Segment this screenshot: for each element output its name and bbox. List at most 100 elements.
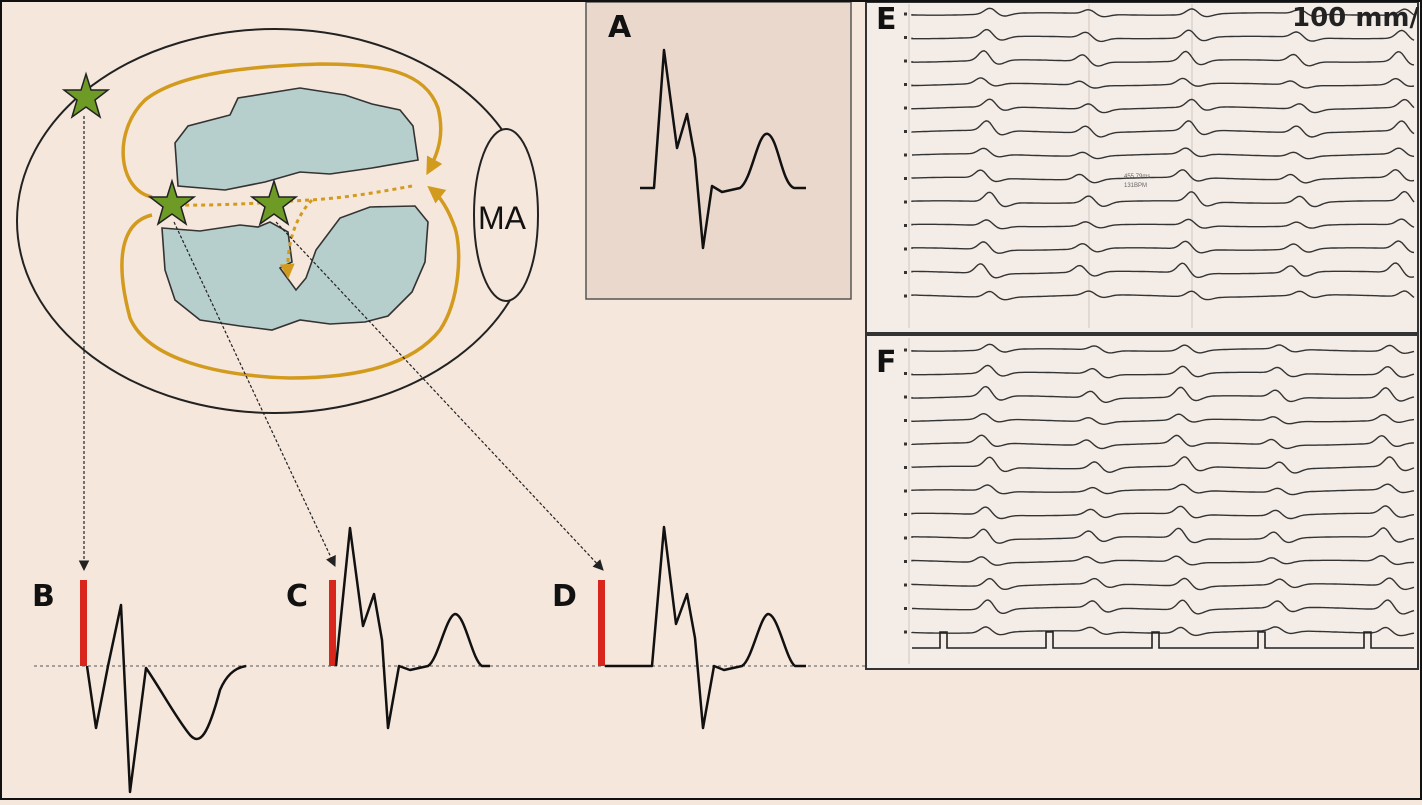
scar-upper xyxy=(174,87,419,191)
stimulus-marker xyxy=(329,580,336,666)
channel-tick xyxy=(904,12,907,16)
egm-channel-trace xyxy=(911,98,1415,114)
panel-d: D xyxy=(552,525,806,730)
egm-channel-trace xyxy=(911,577,1415,591)
panel-a-box xyxy=(585,1,852,300)
star-icon xyxy=(249,178,299,226)
channel-tick xyxy=(904,177,907,180)
egm-channel-trace xyxy=(911,190,1415,208)
star-icon xyxy=(61,71,111,119)
egm-channel-trace xyxy=(911,505,1415,520)
channel-tick xyxy=(904,224,907,227)
egm-channel-trace xyxy=(911,147,1415,160)
cycle-length-marker: 455.79ms xyxy=(1124,174,1150,180)
panel-e-channel-ticks xyxy=(904,12,907,298)
paced-qrs-trace xyxy=(85,603,247,794)
channel-tick xyxy=(904,607,907,610)
stimulus-marker xyxy=(80,580,87,666)
egm-channel-trace xyxy=(911,218,1415,230)
channel-tick xyxy=(904,36,907,39)
panel-d-label: D xyxy=(552,579,577,614)
heart-rate-marker: 131BPM xyxy=(1124,183,1147,189)
channel-tick xyxy=(904,153,907,157)
egm-channel-trace xyxy=(911,364,1415,379)
panel-c: C xyxy=(286,526,490,730)
panel-a: A xyxy=(585,1,852,300)
channel-tick xyxy=(904,59,907,63)
egm-channel-trace xyxy=(911,28,1415,43)
egm-channel-trace xyxy=(911,262,1415,279)
channel-tick xyxy=(904,294,907,298)
channel-tick xyxy=(904,536,907,540)
channel-tick xyxy=(904,442,907,446)
egm-channel-trace xyxy=(911,483,1415,496)
channel-tick xyxy=(904,372,907,375)
panel-c-label: C xyxy=(286,579,308,614)
panel-e-box xyxy=(865,1,1419,334)
panel-e-label: E xyxy=(876,2,897,37)
reentry-schematic: MA xyxy=(16,28,539,414)
arrow-to-c xyxy=(173,221,336,567)
channel-tick xyxy=(904,630,907,634)
channel-tick xyxy=(904,513,907,516)
star-icon xyxy=(147,178,197,226)
pacing-stimulus-trace xyxy=(912,631,1414,649)
egm-channel-trace xyxy=(911,626,1415,637)
isthmus-branch-path xyxy=(279,198,314,279)
pacing-site-arrows xyxy=(78,116,604,572)
egm-channel-trace xyxy=(911,240,1415,254)
panel-f: F xyxy=(865,334,1419,670)
panel-f-label: F xyxy=(876,345,897,380)
channel-tick xyxy=(904,583,907,587)
panel-e: 455.79ms 131BPM E 100 mm/s xyxy=(865,1,1422,334)
egm-channel-trace xyxy=(911,120,1415,138)
egm-channel-trace xyxy=(911,554,1415,566)
paced-qrs-trace xyxy=(605,525,806,730)
panel-e-traces xyxy=(911,7,1415,301)
channel-tick xyxy=(904,83,907,86)
scar-lower xyxy=(161,205,429,331)
channel-tick xyxy=(904,560,907,563)
egm-channel-trace xyxy=(911,385,1415,404)
egm-channel-trace xyxy=(911,7,1415,18)
channel-tick xyxy=(904,106,907,110)
egm-channel-trace xyxy=(911,343,1415,355)
egm-channel-trace xyxy=(911,412,1415,426)
mitral-annulus-label: MA xyxy=(478,200,527,236)
paced-qrs-trace xyxy=(334,526,490,730)
channel-tick xyxy=(904,130,907,133)
ventricle-outline xyxy=(16,28,534,414)
channel-tick xyxy=(904,348,907,352)
stimulus-marker xyxy=(598,580,605,666)
channel-tick xyxy=(904,419,907,422)
qrs-reference-trace xyxy=(640,48,806,250)
pacing-channel xyxy=(912,631,1414,649)
panel-b-label: B xyxy=(32,579,55,614)
channel-tick xyxy=(904,466,907,469)
panel-b: B xyxy=(32,579,247,794)
channel-tick xyxy=(904,271,907,274)
panel-f-channel-ticks xyxy=(904,348,907,634)
egm-channel-trace xyxy=(911,290,1415,301)
mitral-annulus xyxy=(473,128,539,302)
reentry-path-lower xyxy=(120,185,461,380)
reentry-path-upper xyxy=(121,62,443,199)
channel-tick xyxy=(904,489,907,493)
egm-channel-trace xyxy=(911,50,1415,67)
arrow-to-d xyxy=(275,221,604,571)
egm-channel-trace xyxy=(911,77,1415,89)
panel-a-label: A xyxy=(608,10,632,45)
egm-channel-trace xyxy=(911,456,1415,474)
channel-tick xyxy=(904,395,907,399)
sweep-speed-label: 100 mm/s xyxy=(1292,3,1422,33)
channel-tick xyxy=(904,247,907,251)
panel-f-traces xyxy=(911,343,1415,637)
egm-channel-trace xyxy=(911,168,1415,184)
panel-f-box xyxy=(865,334,1419,670)
isthmus-path xyxy=(169,184,413,207)
egm-channel-trace xyxy=(911,527,1415,544)
egm-channel-trace xyxy=(912,599,1415,615)
egm-channel-trace xyxy=(911,434,1415,450)
